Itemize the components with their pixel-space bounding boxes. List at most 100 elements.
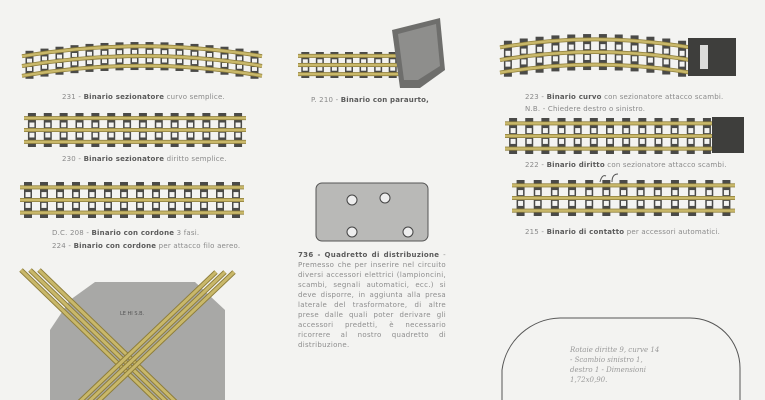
tie-gap [663,48,669,54]
tie-gap [217,202,223,208]
switch-connector-box [688,38,736,76]
tie-gap [235,122,241,128]
tie-gap [390,59,396,63]
tie-gap [162,58,167,63]
socket-icon [346,194,358,206]
track-223 [499,34,691,77]
rail [21,64,263,78]
track-230 [24,113,246,147]
tie-gap [689,190,695,196]
tie-gap [603,200,609,206]
tie-gap [632,56,638,62]
tie-gap [616,55,622,61]
rail [499,38,691,49]
tie-gap [559,128,565,134]
tie-gap [559,138,565,144]
tie-gap [153,192,159,198]
layout-note: Rotaie diritte 9, curve 14 - Scambio sin… [570,346,660,384]
tie-gap [569,190,575,196]
socket-icon [346,226,358,238]
tie-gap [237,56,242,61]
tie-gap [217,192,223,198]
tie-gap [521,59,527,65]
tie-gap [25,202,31,208]
tie-gap [639,138,645,144]
tie-gap [77,122,82,128]
tie-gap [169,192,175,198]
rail [21,54,263,68]
tie-gap [575,138,581,144]
tie-gap [568,55,574,61]
tie-gap [723,200,729,206]
tie-gap [672,138,678,144]
tie-gap [375,67,381,71]
tie-gap [87,51,92,56]
tie-gap [375,59,381,63]
tie-gap [535,200,541,206]
rail [97,270,236,400]
track-208 [19,182,244,218]
rail [37,268,176,400]
tie-gap [140,132,146,138]
tie-gap [552,56,558,62]
tie-gap [252,67,257,71]
tie-gap [632,45,638,51]
tie-gap [586,190,592,196]
tie-gap [672,200,678,206]
tie-gap [203,132,209,138]
tie-gap [41,192,47,198]
rail [79,270,218,400]
tie-gap [153,202,159,208]
tie-gap [638,200,644,206]
tie-gap [177,50,182,55]
tie-gap [201,202,207,208]
tie-gap [542,138,548,144]
caption-223: 223 - Binario curvo con sezionatore atta… [525,93,724,101]
tie-gap [132,49,137,54]
track-crossing: LE HI S.B. [19,268,236,400]
oval-layout-diagram [501,317,741,400]
tie-gap [192,60,197,65]
tie-gap [105,202,111,208]
tie-gap [723,190,729,196]
tie-gap [188,132,193,138]
tie-gap [647,46,653,52]
tie-gap [688,128,694,134]
tie-gap [29,122,35,128]
tie-gap [390,67,396,71]
tie-gap [89,202,95,208]
tie-gap [638,190,644,196]
tie-gap [92,132,98,138]
tie-gap [73,202,79,208]
tie-gap [42,56,47,61]
tie-gap [518,190,524,196]
tie-gap [108,132,114,138]
caption-223-note: N.B. - Chiedere destro o sinistro. [525,105,646,113]
tie-gap [663,59,669,65]
tie-gap [29,132,35,138]
tie-gap [117,50,122,55]
tie-gap [346,67,352,71]
bumper-face [398,24,440,80]
tie-gap [185,192,191,198]
tie-gap [207,53,212,57]
tie-gap [201,192,207,198]
tie-gap [137,192,143,198]
caption-736: 736 - Quadretto di distribuzione - Preme… [298,251,446,349]
tie-gap [57,192,63,198]
tie-gap [121,202,127,208]
tie-gap [124,132,130,138]
tie-gap [89,192,95,198]
tie-gap [105,192,111,198]
tie-gap [61,122,67,128]
tie-gap [185,202,191,208]
tie-gap [169,202,175,208]
tie-gap [679,50,685,56]
tie-gap [25,192,31,198]
tie-gap [117,58,122,63]
tie-gap [302,59,308,63]
tie-gap [569,200,575,206]
tie-gap [552,45,558,51]
tie-gap [222,54,227,59]
tie-gap [607,128,613,134]
